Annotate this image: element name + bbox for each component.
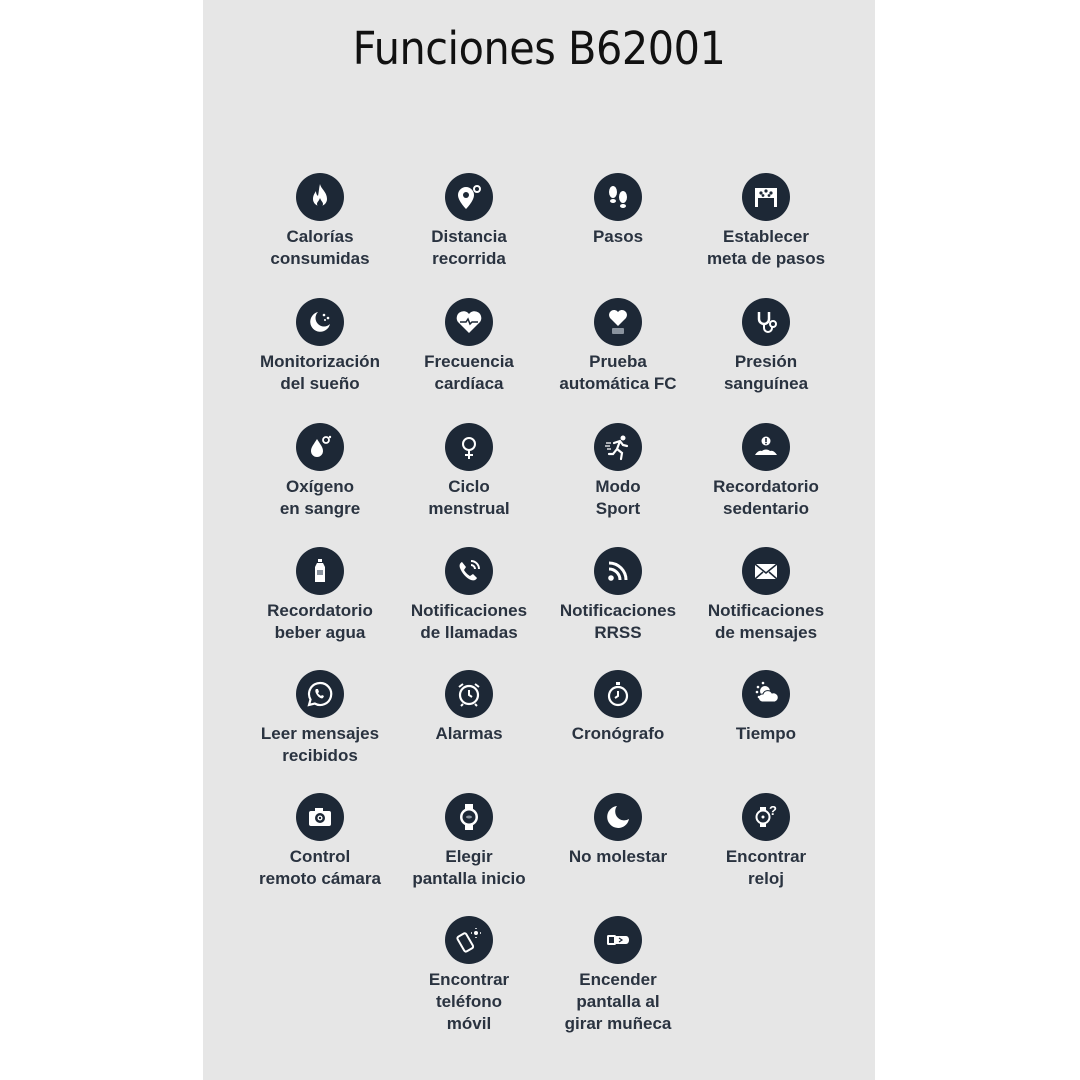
heart-auto-icon (594, 298, 642, 346)
wrist-raise-icon (594, 916, 642, 964)
feature-sport-mode: Modo Sport (543, 423, 693, 520)
find-phone-icon (445, 916, 493, 964)
feature-auto-hr: Prueba automática FC (543, 298, 693, 395)
feature-label: Control remoto cámara (259, 847, 381, 888)
oxygen-drop-icon (296, 423, 344, 471)
rss-icon (594, 547, 642, 595)
feature-blood-oxygen: Oxígeno en sangre (245, 423, 395, 520)
feature-label: Presión sanguínea (723, 352, 809, 393)
feature-menstrual: Ciclo menstrual (394, 423, 544, 520)
feature-steps: Pasos (543, 173, 693, 248)
feature-label: Encontrar teléfono móvil (428, 970, 510, 1033)
feature-label: Distancia recorrida (431, 227, 507, 268)
page-title: Funciones B62001 (352, 22, 726, 75)
alarm-clock-icon (445, 670, 493, 718)
feature-sleep: Monitorización del sueño (245, 298, 395, 395)
feature-label: Notificaciones de mensajes (707, 601, 825, 642)
feature-find-watch: ? Encontrar reloj (691, 793, 841, 890)
feature-label: Pasos (592, 227, 644, 246)
stopwatch-icon (594, 670, 642, 718)
feature-call-notifications: Notificaciones de llamadas (394, 547, 544, 644)
feature-camera-remote: Control remoto cámara (245, 793, 395, 890)
stethoscope-icon (742, 298, 790, 346)
moon-stars-icon (296, 298, 344, 346)
find-watch-icon: ? (742, 793, 790, 841)
goal-board-icon (742, 173, 790, 221)
phone-ring-icon (445, 547, 493, 595)
feature-label: Recordatorio sedentario (713, 477, 819, 518)
feature-stopwatch: Cronógrafo (543, 670, 693, 745)
feature-label: Oxígeno en sangre (279, 477, 361, 518)
feature-drink-water: Recordatorio beber agua (245, 547, 395, 644)
female-moon-icon (445, 423, 493, 471)
location-pin-icon (445, 173, 493, 221)
crescent-moon-icon (594, 793, 642, 841)
feature-label: Tiempo (735, 724, 797, 743)
feature-label: No molestar (568, 847, 668, 866)
feature-weather: Tiempo (691, 670, 841, 745)
feature-distance: Distancia recorrida (394, 173, 544, 270)
feature-message-notifications: Notificaciones de mensajes (691, 547, 841, 644)
feature-heart-rate: Frecuencia cardíaca (394, 298, 544, 395)
watch-face-icon (445, 793, 493, 841)
feature-label: Encender pantalla al girar muñeca (564, 970, 672, 1033)
feature-label: Encontrar reloj (725, 847, 807, 888)
feature-wrist-raise: Encender pantalla al girar muñeca (543, 916, 693, 1035)
whatsapp-icon (296, 670, 344, 718)
feature-label: Recordatorio beber agua (267, 601, 373, 642)
envelope-icon (742, 547, 790, 595)
feature-label: Establecer meta de pasos (706, 227, 826, 268)
feature-sedentary: Recordatorio sedentario (691, 423, 841, 520)
feature-label: Calorías consumidas (270, 227, 370, 268)
feature-label: Notificaciones de llamadas (410, 601, 528, 642)
feature-choose-watchface: Elegir pantalla inicio (394, 793, 544, 890)
feature-label: Alarmas (435, 724, 503, 743)
feature-find-phone: Encontrar teléfono móvil (394, 916, 544, 1035)
water-bottle-icon (296, 547, 344, 595)
feature-label: Ciclo menstrual (428, 477, 510, 518)
camera-icon (296, 793, 344, 841)
feature-label: Cronógrafo (571, 724, 665, 743)
running-icon (594, 423, 642, 471)
feature-label: Leer mensajes recibidos (260, 724, 380, 765)
feature-label: Elegir pantalla inicio (412, 847, 526, 888)
feature-label: Modo Sport (595, 477, 641, 518)
feature-calories: Calorías consumidas (245, 173, 395, 270)
feature-label: Frecuencia cardíaca (424, 352, 514, 393)
feature-label: Monitorización del sueño (260, 352, 380, 393)
feature-read-messages: Leer mensajes recibidos (245, 670, 395, 767)
feature-do-not-disturb: No molestar (543, 793, 693, 868)
flame-icon (296, 173, 344, 221)
feature-social-notifications: Notificaciones RRSS (543, 547, 693, 644)
heart-pulse-icon (445, 298, 493, 346)
feature-step-goal: Establecer meta de pasos (691, 173, 841, 270)
footprints-icon (594, 173, 642, 221)
feature-blood-pressure: Presión sanguínea (691, 298, 841, 395)
feature-alarms: Alarmas (394, 670, 544, 745)
sedentary-alert-icon (742, 423, 790, 471)
svg-text:?: ? (769, 803, 777, 818)
feature-label: Prueba automática FC (559, 352, 677, 393)
feature-label: Notificaciones RRSS (559, 601, 677, 642)
weather-icon (742, 670, 790, 718)
